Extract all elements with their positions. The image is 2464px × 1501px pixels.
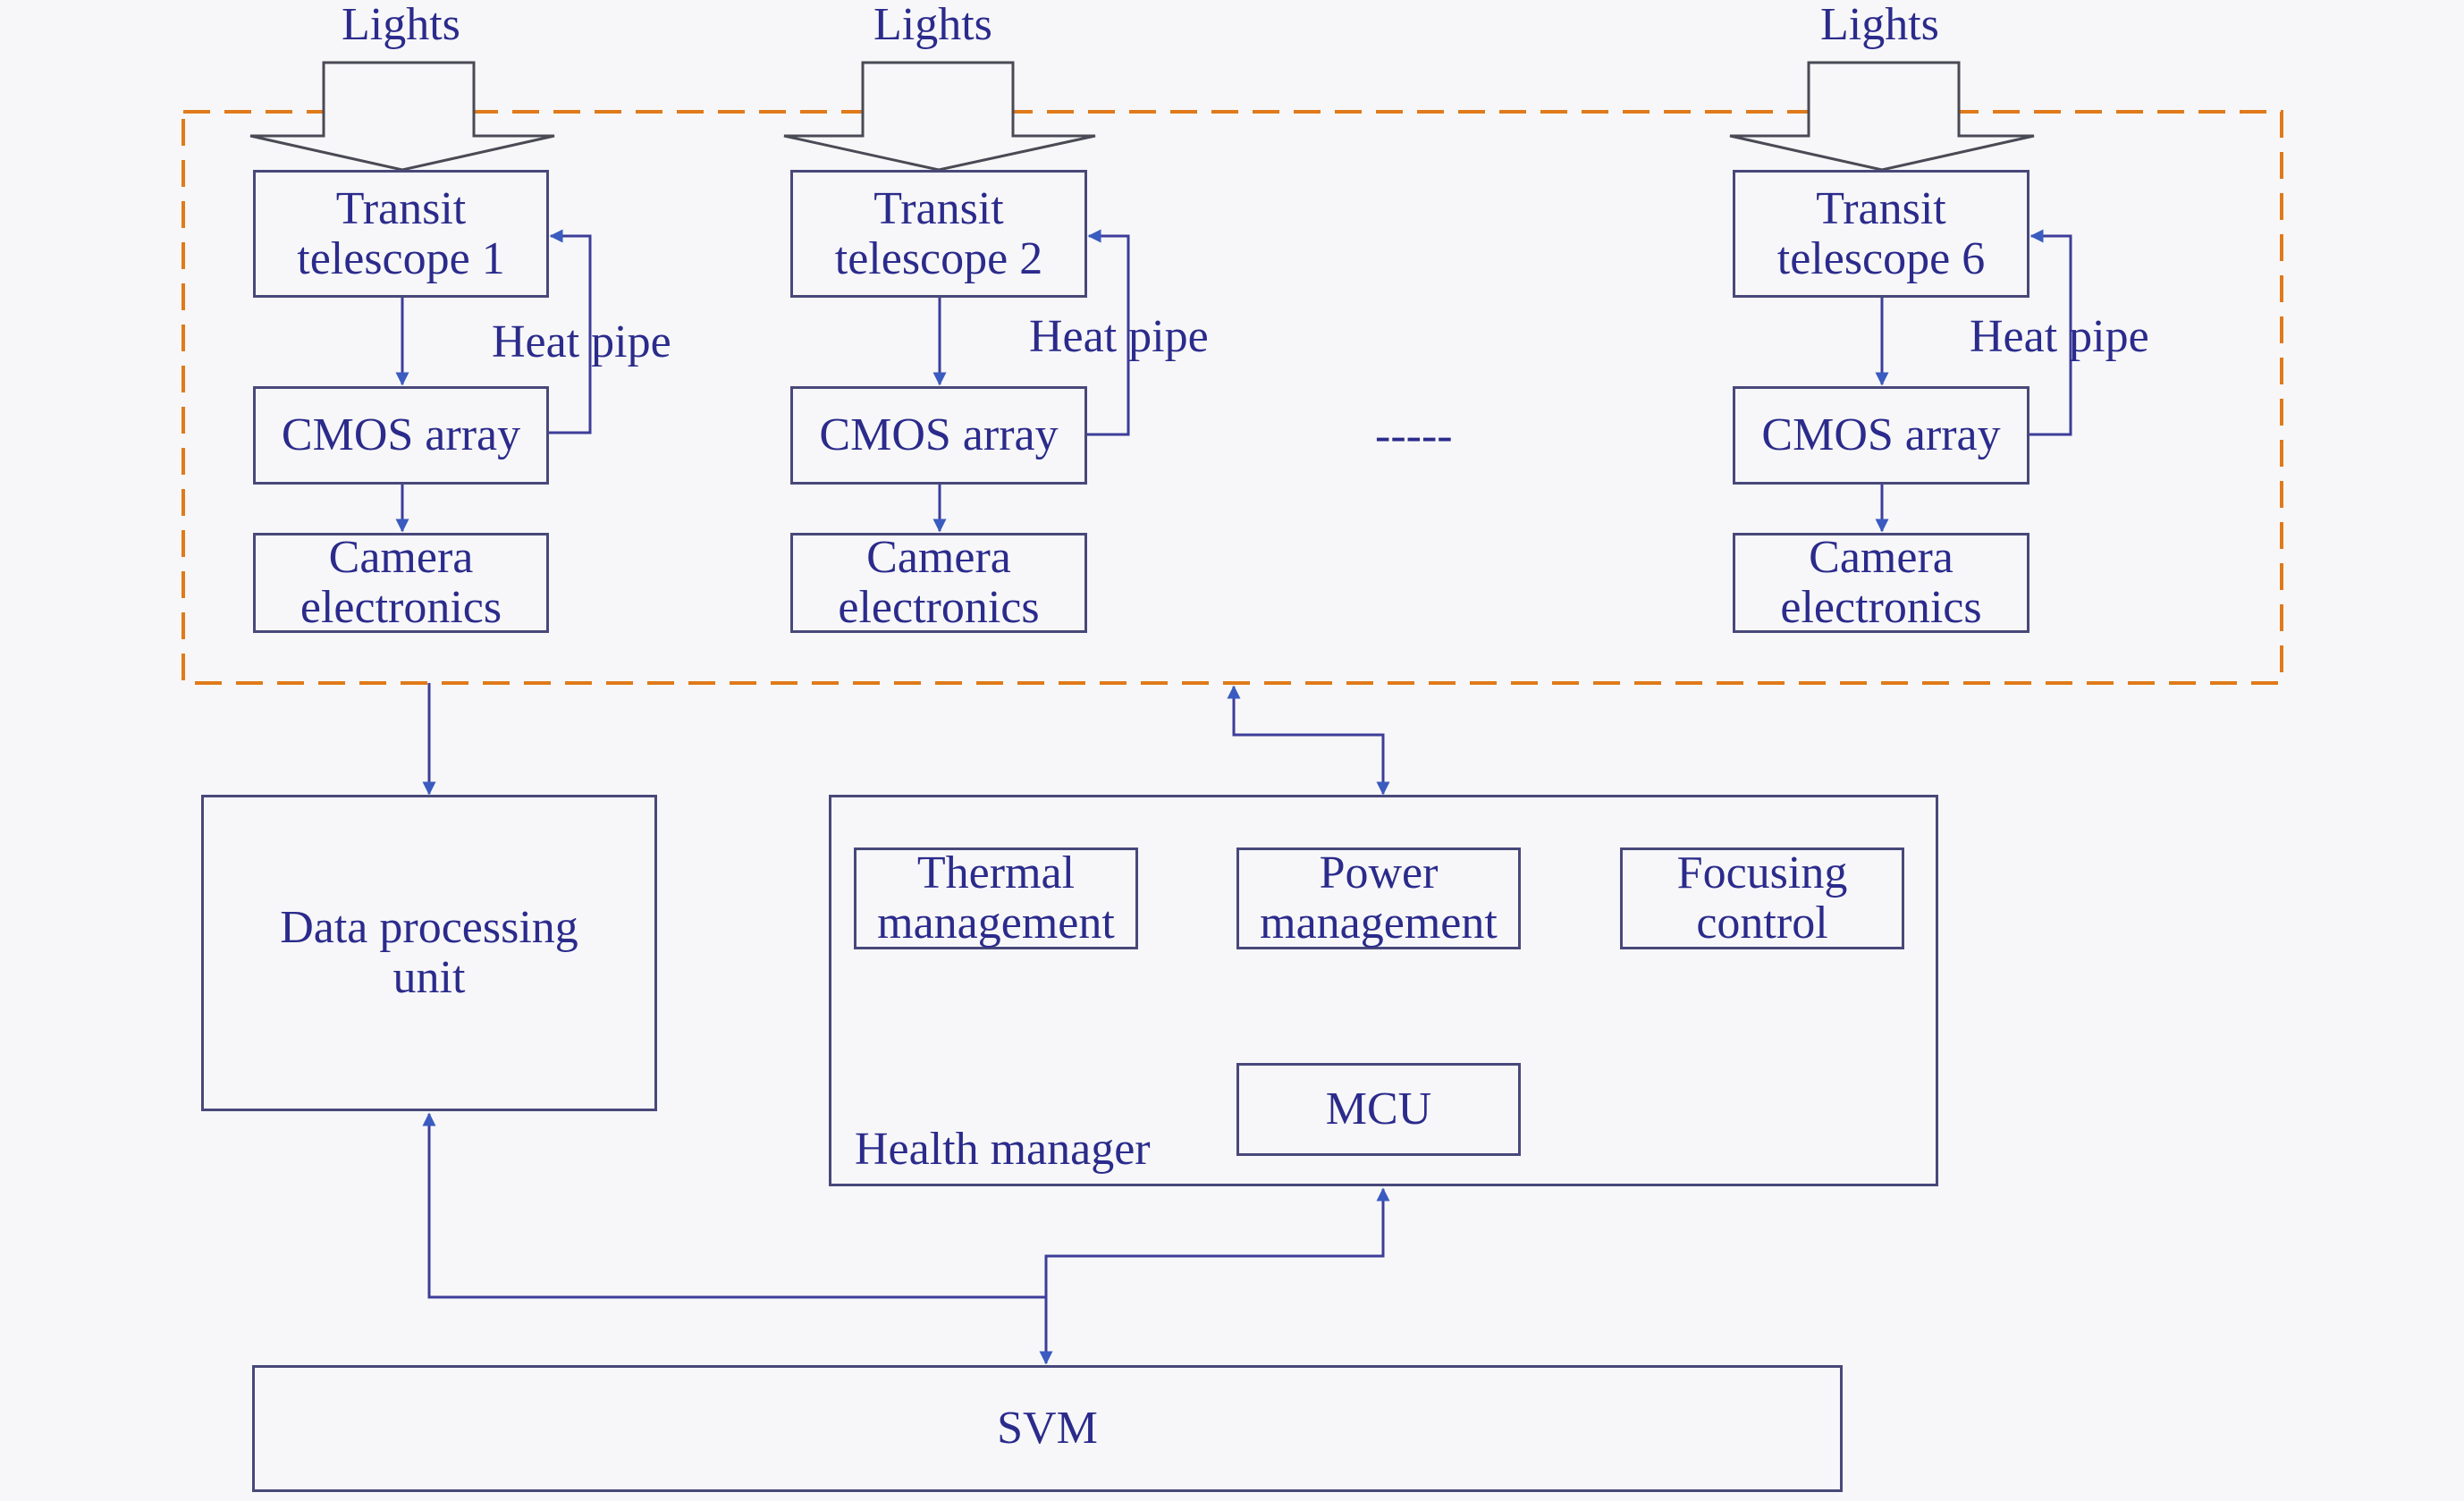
data-processing-unit-box: Data processing unit: [201, 795, 657, 1111]
health-manager-label: Health manager: [855, 1124, 1151, 1175]
heat-pipe-line-1: [549, 229, 592, 434]
dpu-line2: unit: [392, 952, 466, 1003]
cmos-array-6-label: CMOS array: [1761, 409, 2001, 460]
heat-pipe-line-6: [2029, 229, 2072, 436]
focusing-control-line1: Focusing: [1676, 847, 1848, 898]
camera-electronics-2-box: Camera electronics: [790, 533, 1087, 633]
camera-electronics-2-line1: Camera: [866, 532, 1011, 583]
light-arrow-2: [783, 61, 1096, 172]
light-arrow-6: [1729, 61, 2035, 172]
thermal-management-line2: management: [877, 898, 1115, 949]
cmos-array-2-label: CMOS array: [819, 409, 1059, 460]
camera-electronics-1-line2: electronics: [300, 582, 502, 633]
light-label-1: Lights: [342, 0, 460, 50]
light-label-2: Lights: [873, 0, 992, 50]
heat-pipe-line-2: [1087, 229, 1130, 436]
transit-telescope-6-line2: telescope 6: [1776, 232, 1986, 284]
cmos-array-1-box: CMOS array: [253, 386, 549, 485]
transit-telescope-2-box: Transit telescope 2: [790, 170, 1087, 298]
arrow-payload-healthmanager: [1227, 685, 1390, 796]
power-management-line2: management: [1260, 898, 1498, 949]
light-label-6: Lights: [1820, 0, 1939, 50]
transit-telescope-6-box: Transit telescope 6: [1733, 170, 2029, 298]
transit-telescope-1-line2: telescope 1: [297, 232, 505, 284]
payload-dashed-frame: [181, 110, 2283, 685]
focusing-control-line2: control: [1696, 898, 1828, 949]
camera-electronics-2-line2: electronics: [838, 582, 1040, 633]
heat-pipe-label-1: Heat pipe: [492, 316, 671, 367]
light-arrow-1: [249, 61, 555, 172]
arrow-svm-dpu: [422, 1112, 1046, 1299]
thermal-management-box: Thermal management: [854, 847, 1138, 949]
transit-telescope-2-line2: telescope 2: [834, 232, 1043, 284]
camera-electronics-6-line1: Camera: [1809, 532, 1953, 583]
focusing-control-box: Focusing control: [1620, 847, 1904, 949]
transit-telescope-1-line1: Transit: [335, 182, 467, 234]
mcu-box: MCU: [1236, 1063, 1521, 1156]
transit-telescope-2-line1: Transit: [873, 182, 1004, 234]
dpu-line1: Data processing: [280, 902, 578, 953]
heat-pipe-label-6: Heat pipe: [1970, 311, 2149, 362]
cmos-array-1-label: CMOS array: [281, 409, 521, 460]
more-units-ellipsis: -----: [1375, 410, 1453, 461]
camera-electronics-6-box: Camera electronics: [1733, 533, 2029, 633]
camera-electronics-1-box: Camera electronics: [253, 533, 549, 633]
cmos-array-2-box: CMOS array: [790, 386, 1087, 485]
arrow-svm-healthmanager: [1044, 1187, 1390, 1297]
power-management-line1: Power: [1319, 847, 1439, 898]
thermal-management-line1: Thermal: [916, 847, 1076, 898]
svm-label: SVM: [997, 1403, 1098, 1454]
camera-electronics-1-line1: Camera: [328, 532, 474, 583]
heat-pipe-label-2: Heat pipe: [1029, 311, 1209, 362]
transit-telescope-1-box: Transit telescope 1: [253, 170, 549, 298]
cmos-array-6-box: CMOS array: [1733, 386, 2029, 485]
power-management-box: Power management: [1236, 847, 1521, 949]
svm-box: SVM: [252, 1365, 1843, 1492]
mcu-label: MCU: [1325, 1084, 1432, 1134]
camera-electronics-6-line2: electronics: [1780, 582, 1982, 633]
transit-telescope-6-line1: Transit: [1816, 182, 1946, 234]
